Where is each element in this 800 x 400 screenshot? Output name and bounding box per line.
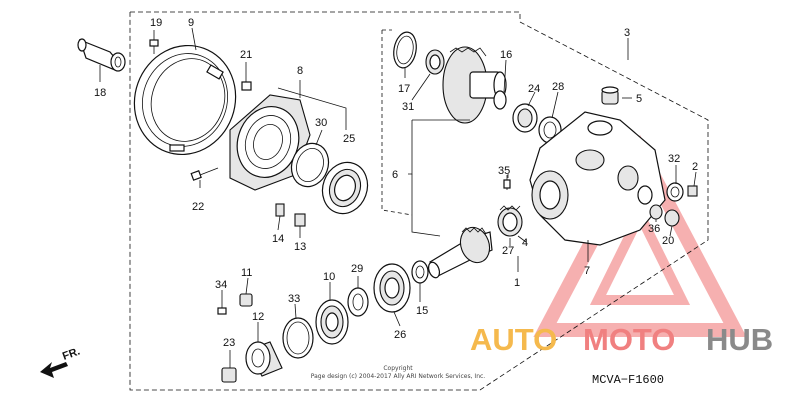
part-12-sleeve bbox=[245, 341, 283, 377]
watermark-word-hub: HUB bbox=[706, 322, 773, 357]
part-label-23: 23 bbox=[223, 337, 235, 349]
part-labels: 19 9 18 21 8 30 25 22 14 13 17 31 6 16 2… bbox=[94, 17, 698, 349]
copyright-line: Page design (c) 2004-2017 Ally ARI Netwo… bbox=[311, 373, 486, 380]
part-6-pinion-shaft bbox=[427, 226, 493, 279]
part-15-washer bbox=[411, 260, 429, 284]
part-29-collar bbox=[347, 287, 369, 317]
part-label-12: 12 bbox=[252, 311, 264, 323]
part-label-10: 10 bbox=[323, 271, 335, 283]
part-label-25: 25 bbox=[343, 133, 355, 145]
part-14-clip bbox=[275, 203, 285, 217]
part-26-bearing bbox=[373, 263, 411, 313]
part-label-22: 22 bbox=[192, 201, 204, 213]
leader-lines bbox=[99, 27, 697, 368]
part-label-9: 9 bbox=[188, 17, 194, 29]
part-35-stud bbox=[503, 175, 511, 190]
part-36-plug bbox=[649, 204, 663, 220]
watermark-word-moto: MOTO bbox=[583, 322, 675, 357]
part-label-28: 28 bbox=[552, 81, 564, 93]
part-label-5: 5 bbox=[636, 93, 642, 105]
part-23-nut bbox=[221, 367, 237, 383]
part-18-sleeve bbox=[77, 38, 126, 72]
part-label-32: 32 bbox=[668, 153, 680, 165]
part-19-bolt bbox=[149, 39, 159, 54]
part-label-24: 24 bbox=[528, 83, 540, 95]
part-label-6: 6 bbox=[392, 169, 398, 181]
part-27-pinion bbox=[497, 205, 523, 237]
part-9-cover bbox=[133, 44, 237, 156]
part-6-ring-gear bbox=[442, 46, 507, 124]
part-label-26: 26 bbox=[394, 329, 406, 341]
part-label-34: 34 bbox=[215, 279, 227, 291]
part-label-13: 13 bbox=[294, 241, 306, 253]
part-16-shim bbox=[493, 90, 507, 110]
watermark-word-auto: AUTO bbox=[470, 322, 557, 357]
part-label-15: 15 bbox=[416, 305, 428, 317]
part-8-bearing-holder bbox=[229, 94, 311, 191]
part-label-35: 35 bbox=[498, 165, 510, 177]
part-11-nut bbox=[239, 293, 253, 307]
part-label-7: 7 bbox=[584, 265, 590, 277]
assembly-border bbox=[129, 11, 709, 391]
part-33-oring bbox=[282, 317, 314, 359]
part-30-oring bbox=[290, 142, 330, 188]
part-13-nut bbox=[294, 213, 306, 227]
part-3-gear-case bbox=[529, 111, 666, 246]
part-label-20: 20 bbox=[662, 235, 674, 247]
part-20-plug bbox=[664, 209, 680, 227]
part-label-31: 31 bbox=[402, 101, 414, 113]
part-label-30: 30 bbox=[315, 117, 327, 129]
part-31-bearing bbox=[425, 49, 445, 75]
part-label-21: 21 bbox=[240, 49, 252, 61]
part-label-3: 3 bbox=[624, 27, 630, 39]
part-label-8: 8 bbox=[297, 65, 303, 77]
part-label-11: 11 bbox=[241, 267, 252, 279]
part-22-bolt bbox=[190, 167, 219, 181]
part-label-33: 33 bbox=[288, 293, 300, 305]
part-24-bearing bbox=[512, 103, 538, 133]
part-label-14: 14 bbox=[272, 233, 284, 245]
diagram-caption: MCVA−F1600 bbox=[592, 373, 664, 387]
part-17-circlip bbox=[393, 31, 417, 69]
front-direction-arrow-icon bbox=[40, 362, 68, 378]
part-label-4: 4 bbox=[522, 237, 528, 249]
part-32-washer bbox=[666, 182, 684, 202]
copyright-title: Copyright bbox=[383, 365, 413, 372]
front-marker-label: FR. bbox=[61, 345, 82, 362]
part-label-16: 16 bbox=[500, 49, 512, 61]
part-2-bolt bbox=[687, 185, 698, 197]
watermark-wordmark: AUTO MOTO HUB bbox=[470, 322, 773, 357]
part-label-19: 19 bbox=[150, 17, 162, 29]
part-34-bolt bbox=[217, 296, 227, 315]
part-label-2: 2 bbox=[692, 161, 698, 173]
part-label-29: 29 bbox=[351, 263, 363, 275]
part-5-cap bbox=[601, 86, 619, 105]
part-label-1: 1 bbox=[514, 277, 520, 289]
part-label-27: 27 bbox=[502, 245, 514, 257]
part-25-oil-seal bbox=[321, 161, 369, 215]
part-label-17: 17 bbox=[398, 83, 410, 95]
part-21-bolt bbox=[241, 72, 252, 91]
part-label-36: 36 bbox=[648, 223, 660, 235]
part-label-18: 18 bbox=[94, 87, 106, 99]
part-10-bearing bbox=[315, 299, 349, 345]
